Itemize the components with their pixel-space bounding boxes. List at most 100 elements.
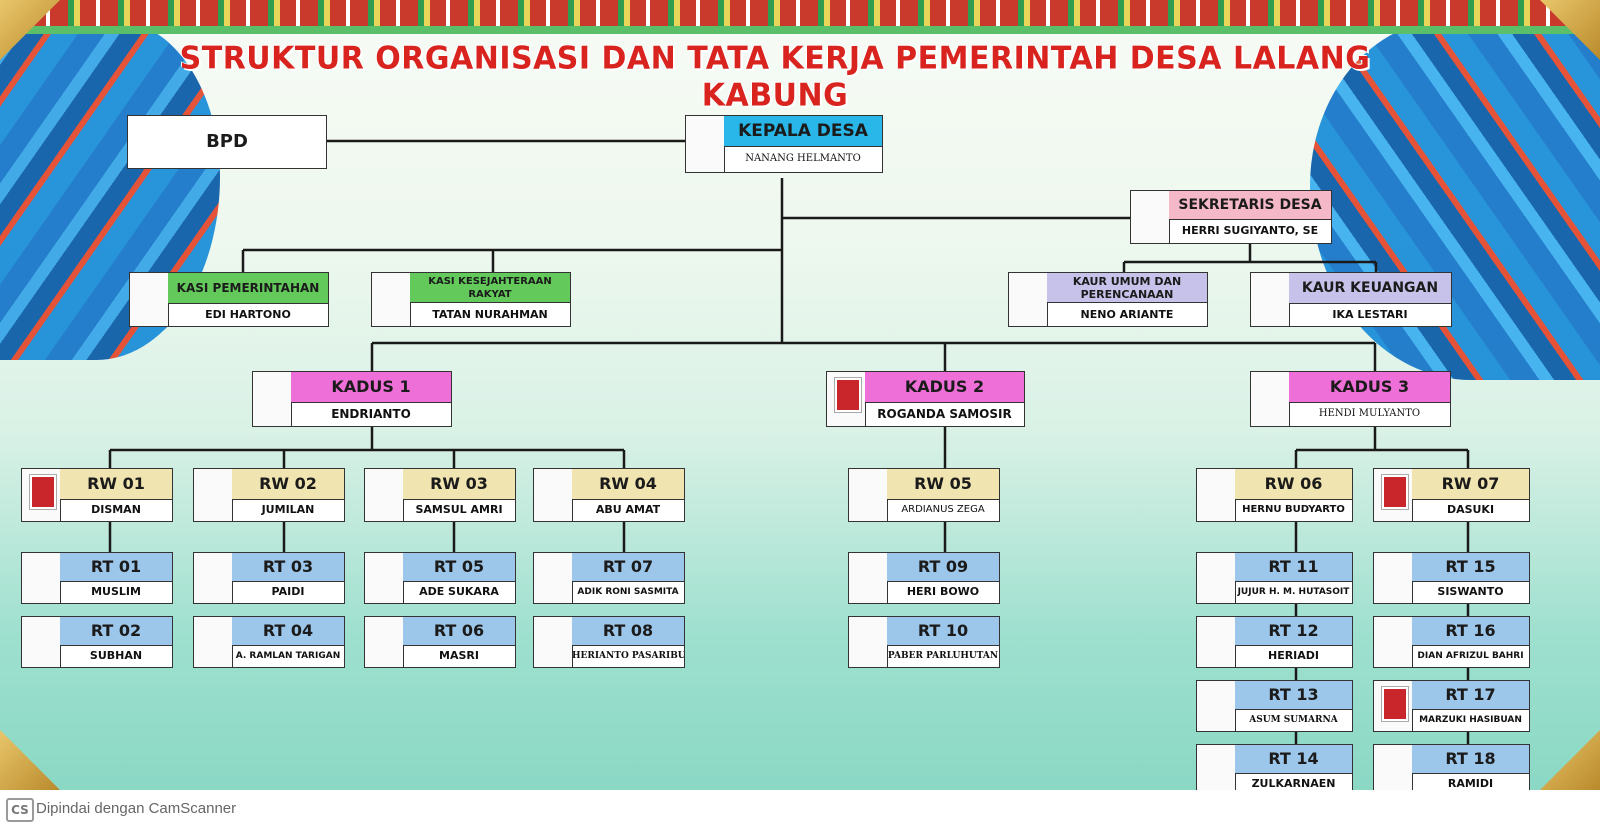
photo-placeholder xyxy=(1197,469,1236,521)
rw-title: RW 06 xyxy=(1235,469,1352,500)
connector-lines xyxy=(108,139,1470,744)
rt-title: RT 05 xyxy=(403,553,515,582)
kaur-name: NENO ARIANTE xyxy=(1080,308,1174,321)
rt-name: HERIADI xyxy=(1267,649,1320,662)
rt-08-box: RT 08 HERIANTO PASARIBU xyxy=(533,616,685,668)
rw-01-box: RW 01 DISMAN xyxy=(21,468,173,522)
rt-02-box: RT 02 SUBHAN xyxy=(21,616,173,668)
photo-placeholder xyxy=(1374,617,1413,667)
kasi-pemerintahan-box: KASI PEMERINTAHAN EDI HARTONO xyxy=(129,272,329,327)
kasi-title: KASI KESEJAHTERAAN RAKYAT xyxy=(410,273,570,303)
rw-title: RW 03 xyxy=(403,469,515,500)
kasi-kesejahteraan-box: KASI KESEJAHTERAAN RAKYAT TATAN NURAHMAN xyxy=(371,272,571,327)
rt-06-box: RT 06 MASRI xyxy=(364,616,516,668)
person-photo xyxy=(22,469,61,521)
kasi-title: KASI PEMERINTAHAN xyxy=(168,273,328,304)
rw-06-box: RW 06 HERNU BUDYARTO xyxy=(1196,468,1353,522)
kadus-title: KADUS 2 xyxy=(865,372,1024,403)
kadus-3-box: KADUS 3 HENDI MULYANTO xyxy=(1250,371,1451,427)
person-photo xyxy=(827,372,866,426)
rt-17-box: RT 17 MARZUKI HASIBUAN xyxy=(1373,680,1530,732)
rt-03-box: RT 03 PAIDI xyxy=(193,552,345,604)
rt-title: RT 07 xyxy=(572,553,684,582)
kasi-name: TATAN NURAHMAN xyxy=(432,308,548,321)
kadus-1-box: KADUS 1 ENDRIANTO xyxy=(252,371,452,427)
photo-placeholder xyxy=(849,617,888,667)
rt-title: RT 10 xyxy=(887,617,999,646)
sekretaris-desa-name: HERRI SUGIYANTO, SE xyxy=(1181,224,1319,237)
chart-title: STRUKTUR ORGANISASI DAN TATA KERJA PEMER… xyxy=(179,40,1371,114)
photo-placeholder xyxy=(849,469,888,521)
kepala-desa-title: KEPALA DESA xyxy=(724,116,882,147)
rt-title: RT 16 xyxy=(1412,617,1529,646)
kadus-title: KADUS 3 xyxy=(1289,372,1450,403)
rw-name: SAMSUL AMRI xyxy=(415,503,503,516)
rt-04-box: RT 04 A. RAMLAN TARIGAN xyxy=(193,616,345,668)
rw-name: ABU AMAT xyxy=(595,503,661,516)
rt-title: RT 06 xyxy=(403,617,515,646)
sekretaris-desa-title: SEKRETARIS DESA xyxy=(1169,191,1331,220)
rt-title: RT 11 xyxy=(1235,553,1352,582)
photo-placeholder xyxy=(1374,553,1413,603)
rt-title: RT 17 xyxy=(1412,681,1529,710)
rt-name: DIAN AFRIZUL BAHRI xyxy=(1417,651,1524,661)
photo-placeholder xyxy=(194,617,233,667)
photo-placeholder xyxy=(534,469,573,521)
rt-name: MUSLIM xyxy=(91,585,141,598)
rt-title: RT 15 xyxy=(1412,553,1529,582)
rt-09-box: RT 09 HERI BOWO xyxy=(848,552,1000,604)
rt-name: HERI BOWO xyxy=(906,585,980,598)
rt-name: PAIDI xyxy=(271,585,305,598)
rw-04-box: RW 04 ABU AMAT xyxy=(533,468,685,522)
rt-name: ADE SUKARA xyxy=(419,585,499,598)
rt-name: A. RAMLAN TARIGAN xyxy=(235,651,341,661)
kasi-name: EDI HARTONO xyxy=(205,308,291,321)
rt-15-box: RT 15 SISWANTO xyxy=(1373,552,1530,604)
kadus-name: HENDI MULYANTO xyxy=(1318,408,1421,419)
photo-placeholder xyxy=(365,469,404,521)
photo-placeholder xyxy=(22,617,61,667)
sekretaris-desa-box: SEKRETARIS DESA HERRI SUGIYANTO, SE xyxy=(1130,190,1332,244)
rt-14-box: RT 14 ZULKARNAEN xyxy=(1196,744,1353,790)
photo-placeholder xyxy=(1251,372,1290,426)
kadus-2-box: KADUS 2 ROGANDA SAMOSIR xyxy=(826,371,1025,427)
kepala-desa-name: NANANG HELMANTO xyxy=(745,153,861,164)
rt-13-box: RT 13 ASUM SUMARNA xyxy=(1196,680,1353,732)
photo-placeholder xyxy=(194,469,233,521)
rt-title: RT 04 xyxy=(232,617,344,646)
bpd-box: BPD xyxy=(127,115,327,169)
rt-title: RT 12 xyxy=(1235,617,1352,646)
rw-title: RW 01 xyxy=(60,469,172,500)
rw-title: RW 07 xyxy=(1412,469,1529,500)
rt-18-box: RT 18 RAMIDI xyxy=(1373,744,1530,790)
photo-placeholder xyxy=(686,116,725,172)
kaur-name: IKA LESTARI xyxy=(1332,308,1408,321)
rt-12-box: RT 12 HERIADI xyxy=(1196,616,1353,668)
decorative-top-border xyxy=(0,0,1600,34)
rt-title: RT 14 xyxy=(1235,745,1352,774)
kaur-title: KAUR KEUANGAN xyxy=(1289,273,1451,304)
kaur-umum-box: KAUR UMUM DAN PERENCANAAN NENO ARIANTE xyxy=(1008,272,1208,327)
rt-name: MASRI xyxy=(439,649,479,662)
org-chart-banner: STRUKTUR ORGANISASI DAN TATA KERJA PEMER… xyxy=(0,0,1600,790)
photo-placeholder xyxy=(849,553,888,603)
rt-16-box: RT 16 DIAN AFRIZUL BAHRI xyxy=(1373,616,1530,668)
rt-01-box: RT 01 MUSLIM xyxy=(21,552,173,604)
photo-placeholder xyxy=(534,617,573,667)
rt-title: RT 08 xyxy=(572,617,684,646)
rt-title: RT 02 xyxy=(60,617,172,646)
photo-placeholder xyxy=(1197,553,1236,603)
photo-placeholder xyxy=(1009,273,1048,326)
rw-title: RW 05 xyxy=(887,469,999,500)
person-photo xyxy=(1374,469,1413,521)
photo-placeholder xyxy=(1197,617,1236,667)
rw-name: DASUKI xyxy=(1446,503,1495,516)
rw-03-box: RW 03 SAMSUL AMRI xyxy=(364,468,516,522)
photo-placeholder xyxy=(130,273,169,326)
rt-10-box: RT 10 PABER PARLUHUTAN xyxy=(848,616,1000,668)
kadus-title: KADUS 1 xyxy=(291,372,451,403)
rt-title: RT 09 xyxy=(887,553,999,582)
photo-placeholder xyxy=(1197,681,1236,731)
rw-02-box: RW 02 JUMILAN xyxy=(193,468,345,522)
kaur-keuangan-box: KAUR KEUANGAN IKA LESTARI xyxy=(1250,272,1452,327)
